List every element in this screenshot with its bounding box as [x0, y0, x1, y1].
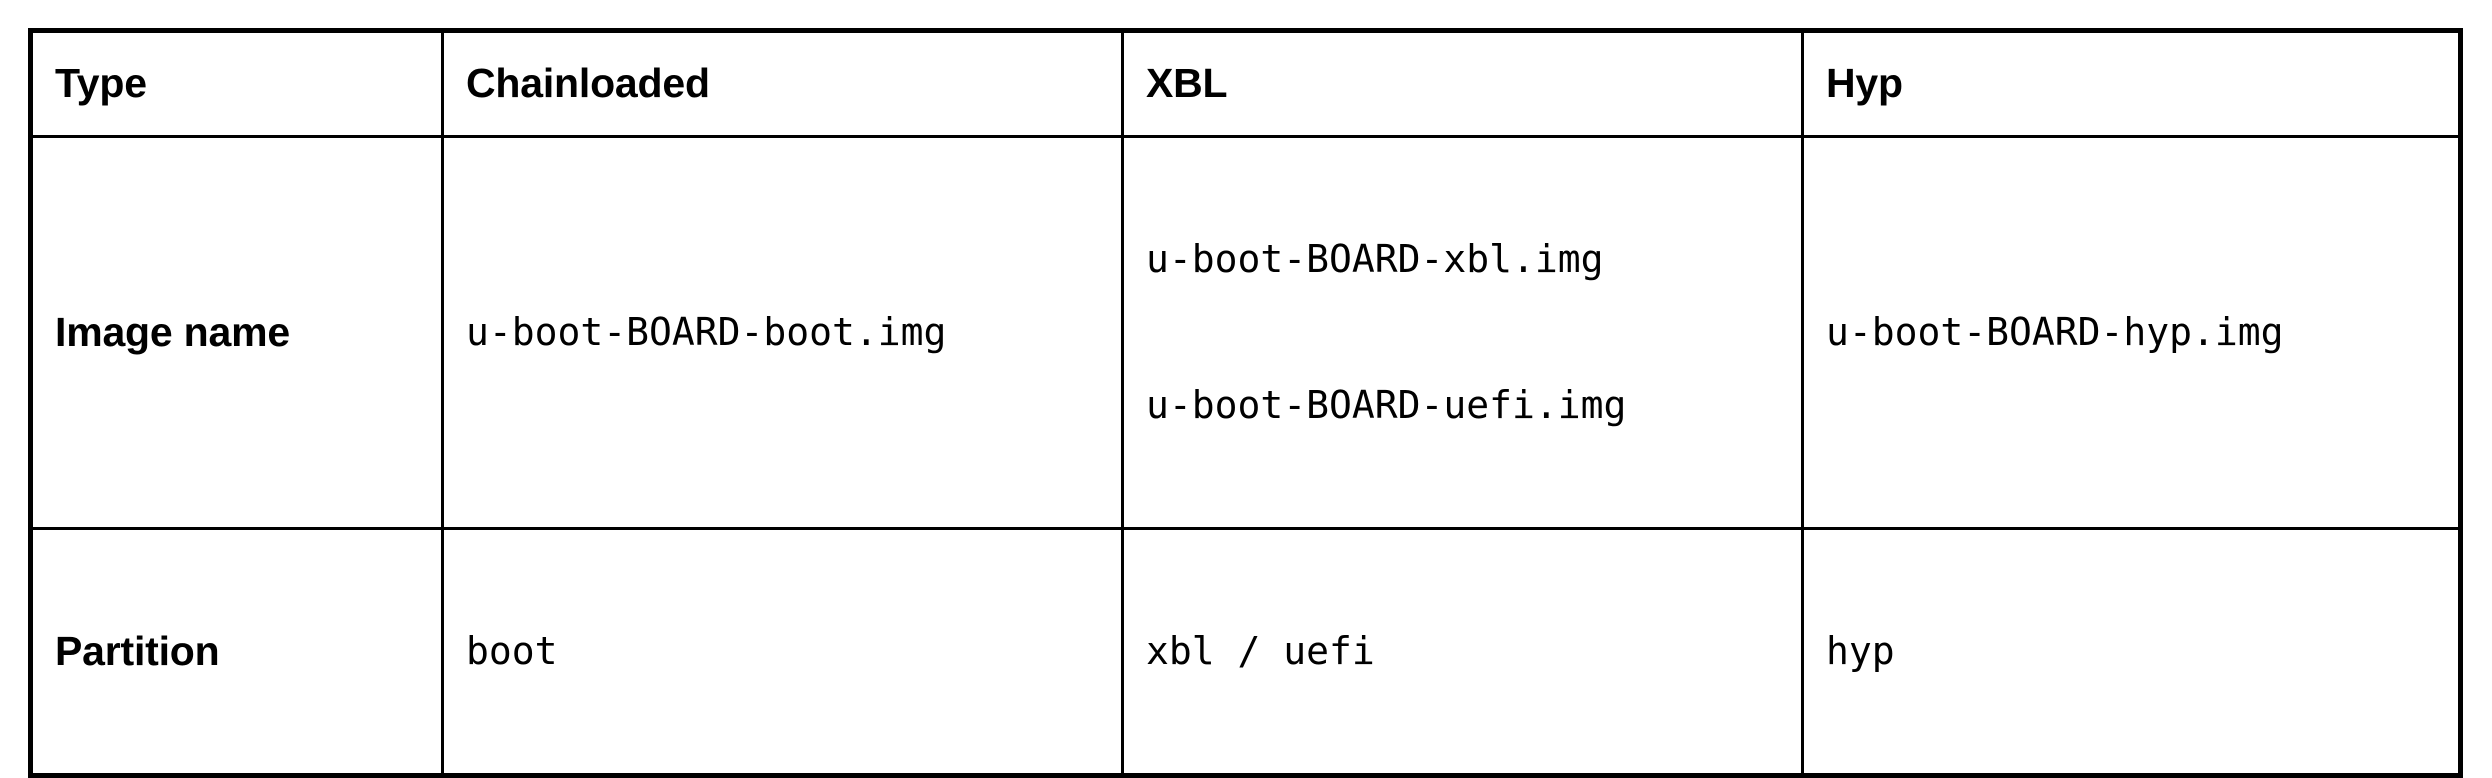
row-label-image-name: Image name: [29, 135, 444, 530]
column-header-chainloaded-label: Chainloaded: [466, 60, 710, 107]
cell-image-name-chainloaded: u-boot-BOARD-boot.img: [441, 135, 1124, 530]
cell-line: hyp: [1826, 629, 1895, 674]
cell-line: u-boot-BOARD-xbl.img: [1146, 237, 1604, 282]
cell-line: u-boot-BOARD-boot.img: [466, 310, 947, 355]
table-header-row: Type Chainloaded XBL Hyp: [29, 29, 2462, 138]
column-header-type: Type: [29, 29, 444, 138]
page-root: Type Chainloaded XBL Hyp Image name: [28, 28, 2463, 778]
cell-image-name-hyp: u-boot-BOARD-hyp.img: [1801, 135, 2462, 530]
cell-partition-hyp: hyp: [1801, 526, 2462, 778]
column-header-xbl-label: XBL: [1146, 60, 1228, 107]
column-header-chainloaded: Chainloaded: [441, 29, 1124, 138]
cell-partition-chainloaded: boot: [441, 526, 1124, 778]
cell-line: xbl / uefi: [1146, 629, 1375, 674]
table-row: Image name u-boot-BOARD-boot.img u-boot-…: [29, 135, 2462, 530]
table-row: Partition boot xbl / uefi hyp: [29, 526, 2462, 778]
table-container: Type Chainloaded XBL Hyp Image name: [28, 28, 2463, 778]
cell-partition-xbl: xbl / uefi: [1121, 526, 1804, 778]
column-header-hyp-label: Hyp: [1826, 60, 1903, 107]
u-boot-image-layout-table: Type Chainloaded XBL Hyp Image name: [28, 28, 2463, 778]
row-label-partition: Partition: [29, 526, 444, 778]
column-header-hyp: Hyp: [1801, 29, 2462, 138]
cell-line: u-boot-BOARD-uefi.img: [1146, 383, 1627, 428]
row-label-text: Partition: [55, 628, 220, 675]
row-label-text: Image name: [55, 308, 290, 355]
cell-line: u-boot-BOARD-hyp.img: [1826, 310, 2284, 355]
column-header-xbl: XBL: [1121, 29, 1804, 138]
column-header-type-label: Type: [55, 60, 147, 107]
cell-line: boot: [466, 629, 558, 674]
cell-image-name-xbl: u-boot-BOARD-xbl.img u-boot-BOARD-uefi.i…: [1121, 135, 1804, 530]
